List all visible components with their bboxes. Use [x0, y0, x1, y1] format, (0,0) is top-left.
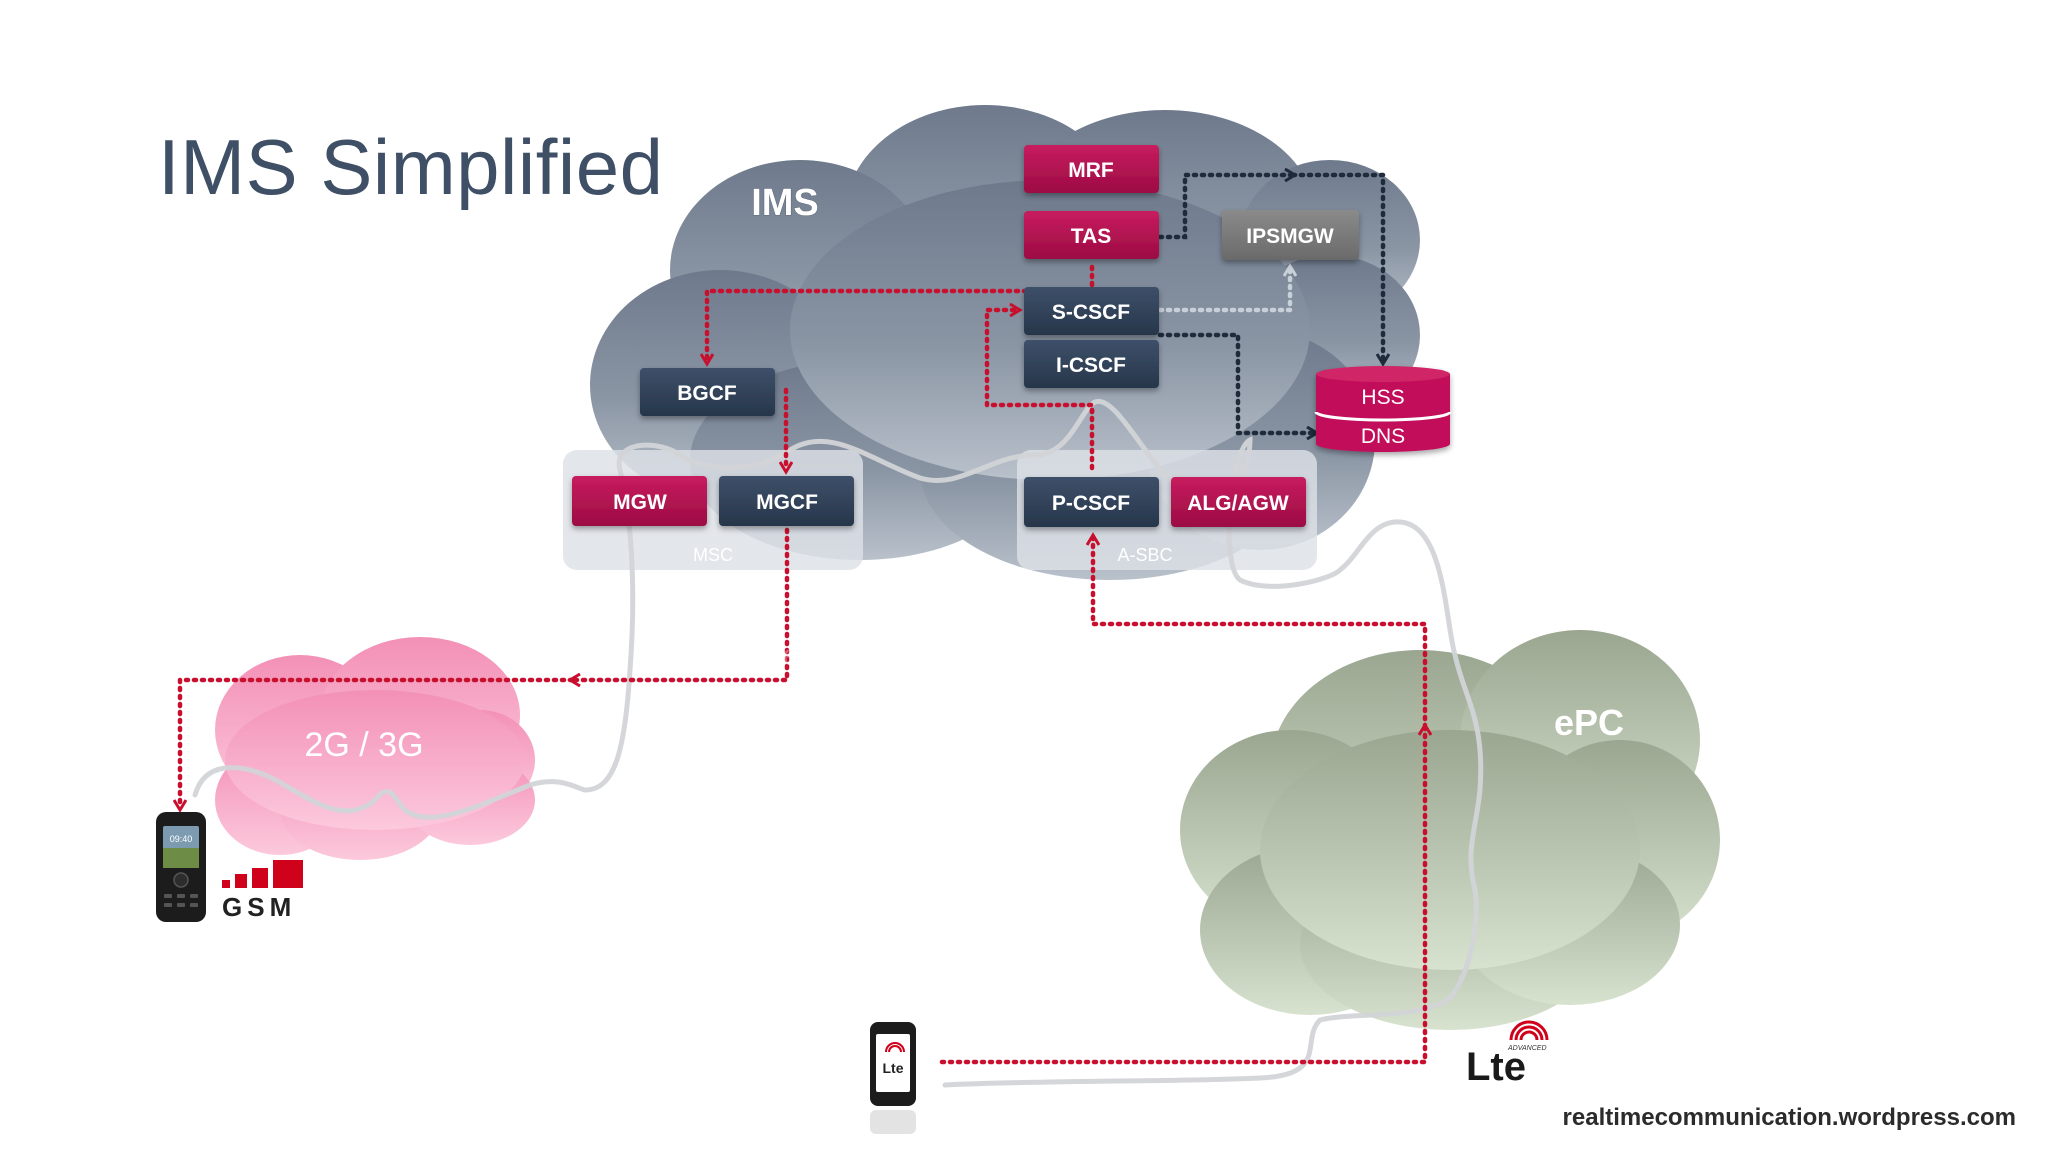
- node-scscf-label: S-CSCF: [1052, 301, 1130, 324]
- red-dotted-arrows: [180, 264, 1425, 1065]
- node-mgcf-label: MGCF: [756, 491, 818, 514]
- dns-label: DNS: [1361, 425, 1405, 448]
- gsm-cloud-label: 2G / 3G: [304, 726, 423, 764]
- node-alg-agw-label: ALG/AGW: [1187, 492, 1289, 515]
- epc-cloud-label: ePC: [1554, 702, 1624, 743]
- lte-phone-icon: Lte: [870, 1022, 916, 1134]
- node-icscf[interactable]: I-CSCF: [1024, 340, 1159, 388]
- lte-advanced-logo-icon: Lte ADVANCED: [1466, 1020, 1549, 1089]
- node-bgcf[interactable]: BGCF: [640, 368, 775, 416]
- lte-logo-text: Lte: [1466, 1045, 1526, 1089]
- gsm-logo-icon: GSM: [222, 860, 303, 922]
- hss-label: HSS: [1361, 386, 1404, 409]
- gsm-cloud: [215, 637, 535, 860]
- gsm-phone-icon: 09:40: [156, 812, 206, 922]
- node-mgw[interactable]: MGW: [572, 476, 707, 526]
- page-title: IMS Simplified: [158, 123, 664, 211]
- node-ipsmgw[interactable]: IPSMGW: [1222, 210, 1359, 260]
- phone-clock: 09:40: [170, 834, 193, 844]
- epc-cloud: [1180, 630, 1720, 1030]
- node-tas[interactable]: TAS: [1024, 211, 1159, 259]
- node-mgw-label: MGW: [613, 491, 667, 514]
- node-icscf-label: I-CSCF: [1056, 354, 1126, 377]
- cable-lines: [192, 399, 1484, 1088]
- node-mrf-label: MRF: [1068, 159, 1114, 182]
- node-mgcf[interactable]: MGCF: [719, 476, 854, 526]
- gsm-logo-text: GSM: [222, 892, 296, 922]
- msc-group-label: MSC: [693, 545, 733, 565]
- lte-phone-text: Lte: [883, 1060, 904, 1076]
- node-pcscf-label: P-CSCF: [1052, 492, 1130, 515]
- node-ipsmgw-label: IPSMGW: [1246, 225, 1334, 248]
- watermark-text: realtimecommunications.wordpress.com: [772, 639, 1307, 672]
- footer-url: realtimecommunication.wordpress.com: [1562, 1104, 2016, 1131]
- node-scscf[interactable]: S-CSCF: [1024, 287, 1159, 335]
- node-tas-label: TAS: [1071, 225, 1111, 248]
- dark-dotted-arrows: [1157, 175, 1383, 433]
- asbc-group-label: A-SBC: [1117, 545, 1172, 565]
- node-pcscf[interactable]: P-CSCF: [1024, 477, 1159, 527]
- node-alg-agw[interactable]: ALG/AGW: [1171, 477, 1306, 527]
- light-dotted-arrow: [1157, 268, 1290, 313]
- lte-logo-superscript: ADVANCED: [1507, 1045, 1547, 1052]
- hss-dns-database[interactable]: HSS DNS: [1314, 366, 1452, 452]
- ims-cloud-label: IMS: [751, 182, 819, 224]
- node-mrf[interactable]: MRF: [1024, 145, 1159, 193]
- node-bgcf-label: BGCF: [677, 382, 737, 405]
